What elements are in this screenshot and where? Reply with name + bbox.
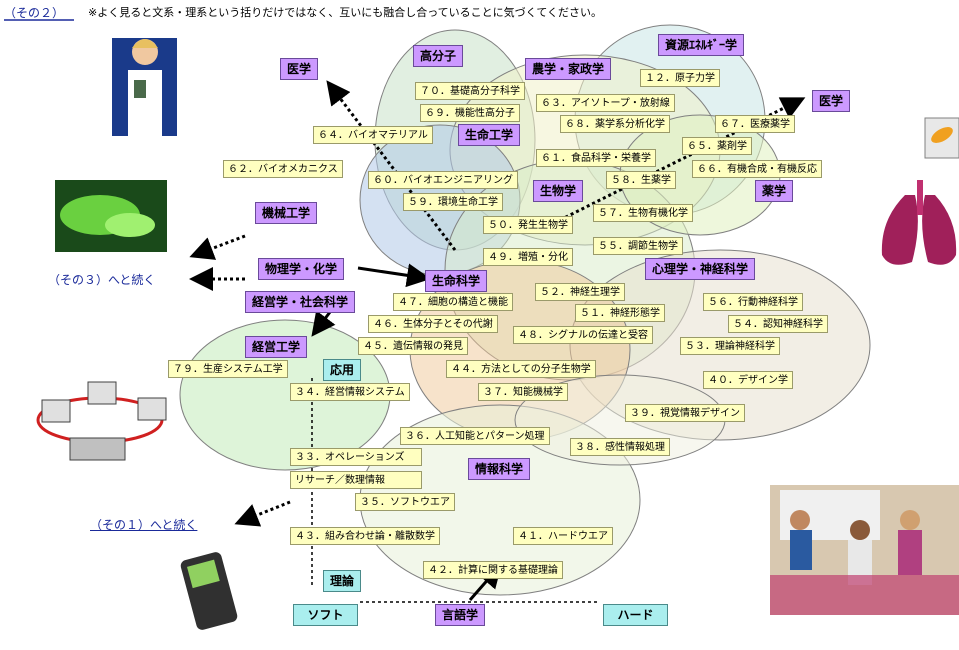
- topic-label: ３６．人工知能とパターン処理: [400, 427, 550, 445]
- topic-label: ４０．デザイン学: [703, 371, 793, 389]
- topic-label: ６３．アイソトープ・放射線: [536, 94, 675, 112]
- topic-label: ５６．行動神経科学: [703, 293, 803, 311]
- pill-clipart: [924, 117, 959, 159]
- part-label: （その２）: [4, 6, 65, 20]
- topic-label: ５３．理論神経科学: [680, 337, 780, 355]
- topic-label: ４９．増殖・分化: [483, 248, 573, 266]
- topic-label: ３３．オペレーションズ: [290, 448, 422, 466]
- field-pharmacy: 薬学: [755, 180, 794, 202]
- arrow-to-cont1: [234, 500, 291, 527]
- label-applied: 応用: [323, 359, 362, 381]
- topic-label: ３７．知能機械学: [478, 383, 568, 401]
- topic-label: ６７．医療薬学: [715, 115, 795, 133]
- header-note: ※よく見ると文系・理系という括りだけではなく、互いにも融合し合っていることに気づ…: [88, 6, 603, 19]
- label-theory: 理論: [323, 570, 362, 592]
- arrow-to-cont3-upper: [189, 234, 246, 260]
- topic-label: リサーチ／数理情報: [290, 471, 422, 489]
- field-mechanical-eng: 機械工学: [255, 202, 318, 224]
- field-business-social: 経営学・社会科学: [245, 291, 356, 313]
- topic-label: ６８．薬学系分析化学: [560, 115, 670, 133]
- topic-label: ４７．細胞の構造と機能: [393, 293, 513, 311]
- topic-label: ７０．基礎高分子科学: [415, 82, 525, 100]
- topic-label: ４８．シグナルの伝達と受容: [513, 326, 653, 344]
- field-management-eng: 経営工学: [245, 336, 308, 358]
- topic-label: ４３．組み合わせ論・離散数学: [290, 527, 440, 545]
- mobile-phone-clipart: [180, 552, 238, 630]
- green-abstract-clipart: [55, 180, 167, 252]
- computer-network-clipart: [36, 381, 167, 461]
- topic-label: ５２．神経生理学: [535, 283, 625, 301]
- field-agriculture: 農学・家政学: [525, 58, 612, 80]
- label-hard: ハード: [603, 604, 668, 626]
- topic-label: ６０．バイオエンジニアリング: [368, 171, 518, 189]
- field-info-science: 情報科学: [468, 458, 531, 480]
- topic-label: ４５．遺伝情報の発見: [358, 337, 468, 355]
- topic-label: ４４．方法としての分子生物学: [446, 360, 596, 378]
- topic-label: ５７．生物有機化学: [593, 204, 693, 222]
- topic-label: ５８．生薬学: [606, 171, 676, 189]
- lungs-clipart: [881, 180, 957, 265]
- topic-label: ４２．計算に関する基礎理論: [423, 561, 563, 579]
- topic-label: ３４．経営情報システム: [290, 383, 410, 401]
- topic-label: ３５．ソフトウエア: [355, 493, 455, 511]
- topic-label: ５０．発生生物学: [483, 216, 573, 234]
- arrow-business-to-management: [311, 310, 336, 337]
- meeting-clipart: [770, 485, 959, 615]
- arrow-to-medicine-left: [326, 80, 457, 251]
- topic-label: ５９．環境生命工学: [403, 193, 503, 211]
- field-biology: 生物学: [533, 180, 584, 202]
- field-medicine-right: 医学: [812, 90, 851, 112]
- topic-label: ５５．調節生物学: [593, 237, 683, 255]
- topic-label: ４１．ハードウエア: [513, 527, 613, 545]
- continue-part3-link[interactable]: （その３）へと続く: [48, 273, 156, 287]
- topic-label: １２．原子力学: [640, 69, 720, 87]
- topic-label: ６４．バイオマテリアル: [313, 126, 433, 144]
- doctor-clipart: [112, 38, 177, 136]
- topic-label: ５４．認知神経科学: [728, 315, 828, 333]
- label-soft: ソフト: [293, 604, 358, 626]
- topic-label: ６９．機能性高分子: [420, 104, 520, 122]
- topic-label: ５１．神経形態学: [575, 304, 665, 322]
- topic-label: ３９．視覚情報デザイン: [625, 404, 745, 422]
- topic-label: ６５．薬剤学: [682, 137, 752, 155]
- topic-label: ３８．感性情報処理: [570, 438, 670, 456]
- field-polymer: 高分子: [413, 45, 464, 67]
- field-resources-energy: 資源ｴﾈﾙｷﾞｰ学: [658, 34, 745, 56]
- field-physics-chemistry: 物理学・化学: [258, 258, 345, 280]
- topic-label: ４６．生体分子とその代謝: [368, 315, 498, 333]
- field-life-science: 生命科学: [425, 270, 488, 292]
- field-medicine-left: 医学: [280, 58, 319, 80]
- topic-label: ６６．有機合成・有機反応: [692, 160, 822, 178]
- field-bioengineering: 生命工学: [458, 124, 521, 146]
- topic-label: ７９．生産システム工学: [168, 360, 288, 378]
- topic-label: ６２．バイオメカニクス: [223, 160, 343, 178]
- field-psych-neuro: 心理学・神経科学: [645, 258, 756, 280]
- field-language: 言語学: [435, 604, 486, 626]
- arrow-physics-to-life: [357, 263, 431, 288]
- topic-label: ６１．食品科学・栄養学: [536, 149, 656, 167]
- continue-part1-link[interactable]: （その１）へと続く: [90, 518, 198, 532]
